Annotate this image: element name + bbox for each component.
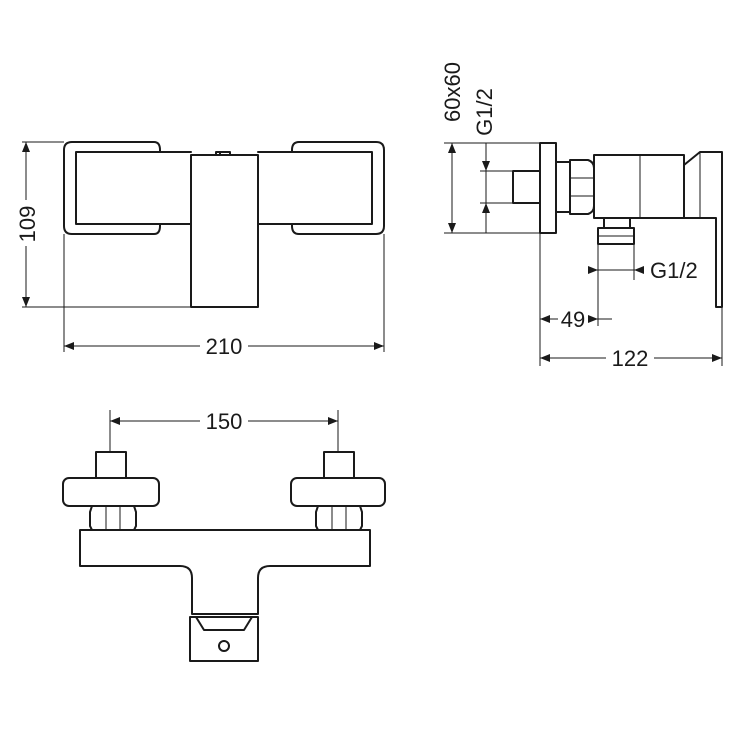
dim-side-depth-inlet: 49 [539,233,612,366]
label-side-depth-inlet: 49 [561,307,585,332]
label-top-center-distance: 150 [206,409,243,434]
label-side-outlet-thread: G1/2 [650,258,698,283]
top-left-nut [89,505,137,531]
dim-top-center-distance: 150 [109,408,339,452]
top-outlet-hole [218,640,230,652]
top-left-flange [62,477,160,507]
side-flange [539,142,557,234]
top-outlet [189,616,259,662]
dim-side-depth-total: 122 [540,307,723,371]
side-outlet-connector [597,217,635,245]
front-left-flange [63,141,161,235]
top-left-inlet-stub [95,451,127,479]
front-right-flange [291,141,385,235]
side-inlet-stub [512,170,541,204]
dim-front-width: 210 [63,234,385,359]
label-side-inlet-thread: G1/2 [472,88,497,136]
label-front-width: 210 [206,334,243,359]
dim-front-height: 109 [14,141,191,308]
label-front-height: 109 [15,206,40,243]
dim-side-outlet-thread: G1/2 [588,244,698,283]
top-right-flange [290,477,386,507]
front-body [190,154,259,308]
side-view: 60x60 G1/2 G1/2 49 [440,62,723,371]
top-right-inlet-stub [323,451,355,479]
front-view: 109 210 [14,141,385,359]
side-lever [683,151,723,308]
dim-side-inlet-thread: G1/2 [472,88,513,233]
top-body [79,529,371,615]
top-view: 150 [62,408,386,662]
side-body [593,154,685,219]
side-hex-nut [555,159,595,215]
dim-side-flange: 60x60 [440,62,540,234]
label-side-flange: 60x60 [440,62,465,122]
label-side-depth-total: 122 [612,346,649,371]
top-right-nut [315,505,363,531]
